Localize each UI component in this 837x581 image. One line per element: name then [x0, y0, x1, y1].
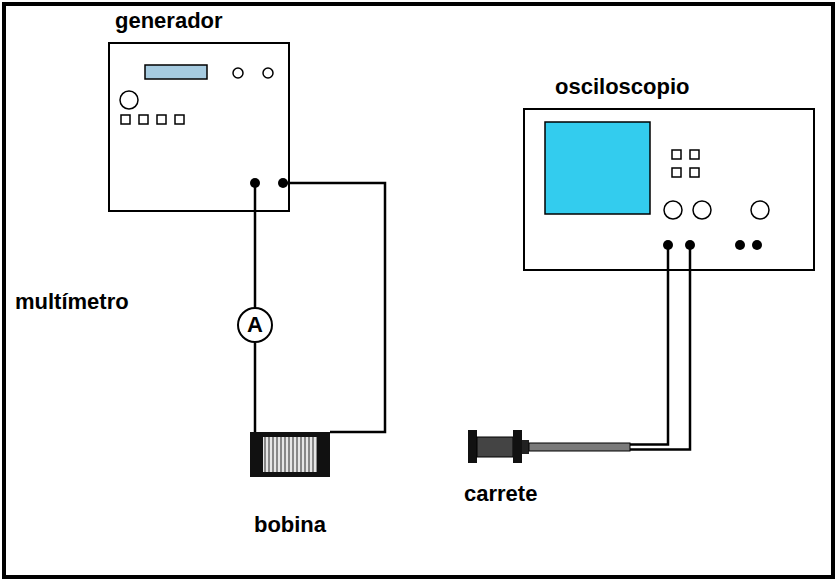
oscilloscope-knob — [693, 201, 711, 219]
generator-knob — [263, 68, 273, 78]
wire — [630, 271, 668, 445]
terminal — [663, 240, 673, 250]
oscilloscope-knob — [751, 201, 769, 219]
oscilloscope-button — [690, 168, 699, 177]
generator-button — [121, 115, 130, 124]
ammeter-symbol: A — [247, 312, 263, 337]
part-label: carrete — [464, 481, 537, 506]
terminal — [685, 240, 695, 250]
generator-box: generador — [108, 42, 290, 212]
terminal — [278, 178, 288, 188]
coil: bobina — [245, 428, 335, 543]
ammeter-circle: A — [237, 307, 273, 343]
oscilloscope-screen — [545, 122, 650, 214]
device-label: generador — [115, 8, 223, 33]
coil-winding — [263, 437, 317, 472]
terminal — [752, 240, 762, 250]
coil-symbol — [250, 432, 330, 477]
generator-button — [175, 115, 184, 124]
generator-button — [139, 115, 148, 124]
terminal — [250, 178, 260, 188]
generator-display — [145, 65, 207, 79]
terminal — [735, 240, 745, 250]
generator-body — [108, 42, 290, 212]
oscilloscope-button — [672, 150, 681, 159]
spool-body — [477, 437, 513, 457]
multimeter: multímetroA — [15, 285, 277, 345]
spool-flange — [513, 430, 522, 463]
device-label: osciloscopio — [555, 74, 689, 99]
cable — [529, 443, 630, 451]
wire — [290, 183, 385, 432]
oscilloscope-knob — [664, 201, 682, 219]
device-label: multímetro — [15, 289, 129, 314]
pickup-spool: carrete — [462, 425, 634, 510]
spool-hub — [522, 440, 529, 454]
generator-knob — [233, 68, 243, 78]
wire — [254, 343, 257, 432]
oscilloscope-box: osciloscopio — [523, 108, 815, 271]
oscilloscope-button — [690, 150, 699, 159]
generator-knob — [120, 91, 138, 109]
oscilloscope-button — [672, 168, 681, 177]
wire — [630, 271, 690, 450]
wire — [254, 212, 257, 307]
frame — [4, 4, 833, 577]
generator-button — [157, 115, 166, 124]
oscilloscope-body — [523, 108, 815, 271]
spool-flange — [468, 430, 477, 463]
part-label: bobina — [245, 512, 335, 537]
